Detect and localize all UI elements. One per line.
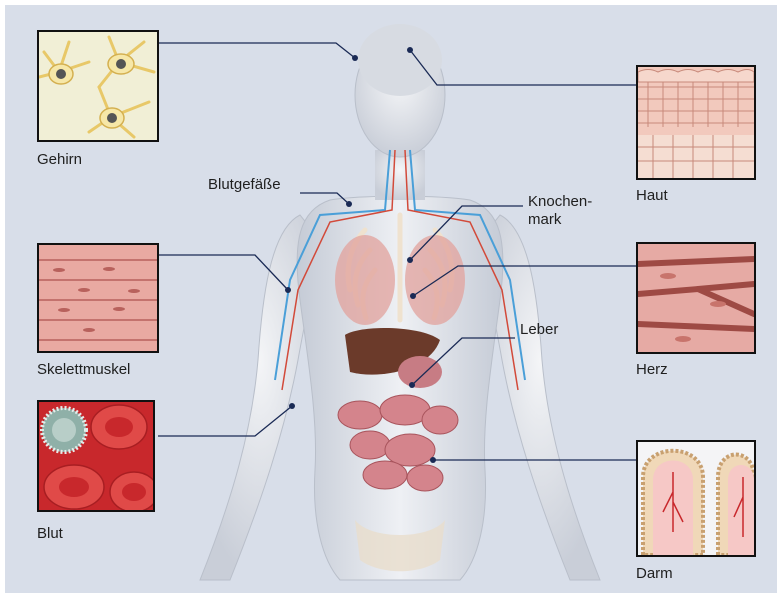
right-lung (405, 235, 465, 325)
label-gehirn: Gehirn (37, 152, 82, 168)
label-haut: Haut (636, 188, 668, 204)
label-blut: Blut (37, 526, 63, 542)
leader-gehirn (158, 43, 355, 58)
herz-tissue-image (636, 242, 756, 354)
darm-tissue-image (636, 440, 756, 557)
skelettmuskel-tissue-image (37, 243, 159, 353)
label-knochenmark-line1: Knochen- (528, 194, 592, 210)
human-body-figure (200, 24, 600, 580)
haut-tissue-image (636, 65, 756, 180)
label-darm: Darm (636, 566, 673, 582)
blut-tissue-image (37, 400, 155, 512)
label-blutgefaesse: Blutgefäße (208, 177, 281, 193)
gehirn-tissue-image (37, 30, 159, 142)
label-skelettmuskel: Skelettmuskel (37, 362, 130, 378)
stomach (398, 356, 442, 388)
label-leber: Leber (520, 322, 558, 338)
label-knochenmark-line2: mark (528, 212, 561, 228)
label-herz: Herz (636, 362, 668, 378)
left-lung (335, 235, 395, 325)
